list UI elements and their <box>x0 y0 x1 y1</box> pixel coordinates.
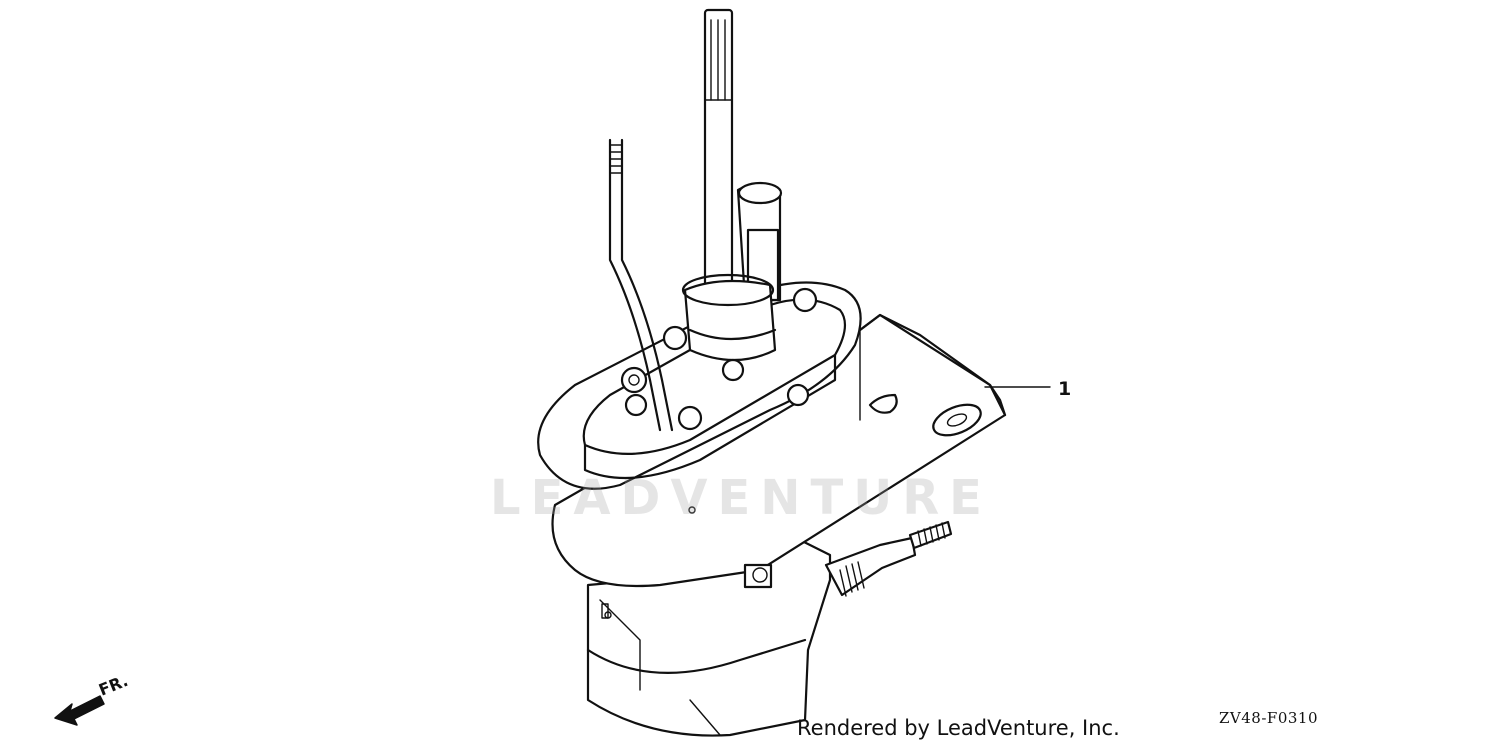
anti-cavitation-plate <box>551 313 1007 619</box>
front-direction-arrow-icon <box>54 695 105 726</box>
flange-bolts <box>620 287 818 431</box>
shift-rod <box>608 138 674 432</box>
pump-housing <box>681 273 777 362</box>
watermark: LEADVENTURE <box>490 470 992 526</box>
mounting-flange <box>537 281 862 490</box>
propeller-shaft <box>824 520 953 597</box>
part-callout-1[interactable]: 1 <box>1058 378 1072 400</box>
figure-code: ZV48-F0310 <box>1219 709 1318 727</box>
rendered-by-credit: Rendered by LeadVenture, Inc. <box>797 716 1120 740</box>
gear-case-lower <box>586 538 832 737</box>
drive-shaft <box>703 8 734 312</box>
